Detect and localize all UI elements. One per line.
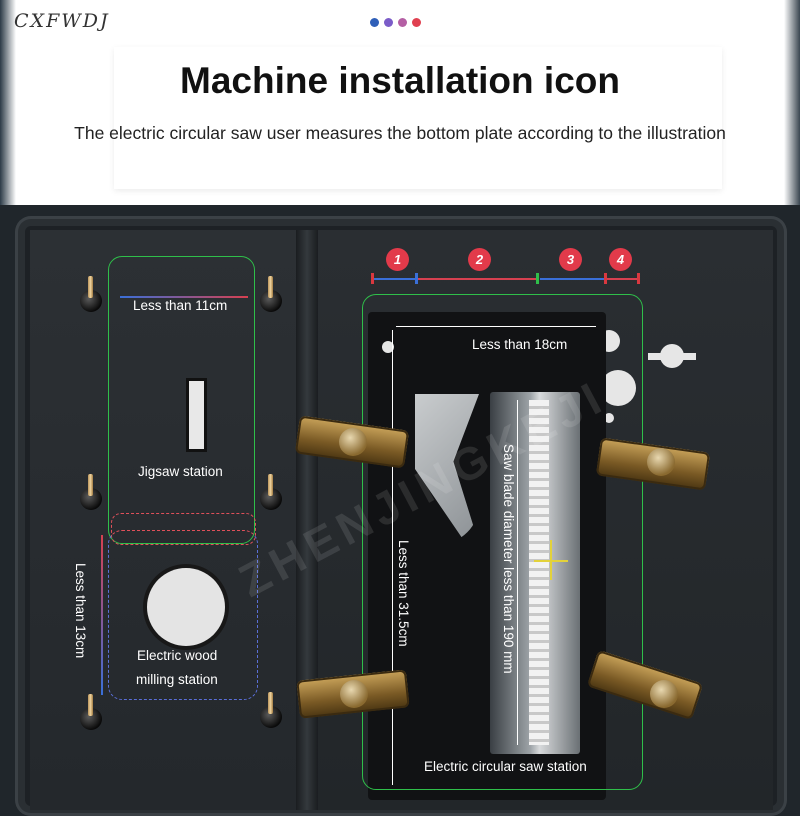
clamp-knob-icon xyxy=(340,680,368,708)
bolt-icon xyxy=(80,474,102,510)
clamp-knob-icon xyxy=(647,448,675,476)
saw-blade xyxy=(529,400,549,745)
brand-logo: CXFWDJ xyxy=(14,10,110,32)
center-cross xyxy=(550,540,552,580)
jigsaw-station-outline xyxy=(108,256,255,544)
dimension-badge-4: 4 xyxy=(609,248,632,271)
clamp-knob-icon xyxy=(339,428,367,456)
dimension-tick xyxy=(415,273,418,284)
dimension-tick xyxy=(637,273,640,284)
dimension-line-3 xyxy=(540,278,604,280)
board-hole xyxy=(382,341,394,353)
board-width-label: Less than 18cm xyxy=(472,337,568,352)
dimension-line-2 xyxy=(418,278,536,280)
milling-label-line1: Electric wood xyxy=(137,648,218,663)
circular-saw-station-label: Electric circular saw station xyxy=(424,759,587,774)
page-title: Machine installation icon xyxy=(180,60,620,101)
color-dot xyxy=(370,18,379,27)
milling-top-outline xyxy=(111,513,256,545)
center-groove xyxy=(296,230,318,810)
color-dot xyxy=(412,18,421,27)
blade-diameter-label: Saw blade diameter less than 190 mm xyxy=(501,444,516,674)
jigsaw-station-label: Jigsaw station xyxy=(138,464,223,479)
jigsaw-width-label: Less than 11cm xyxy=(133,298,228,313)
bolt-icon xyxy=(80,276,102,312)
milling-station-outline xyxy=(108,530,258,700)
height-arrow-left xyxy=(101,535,103,695)
board-length-arrow xyxy=(392,330,393,785)
color-dot xyxy=(398,18,407,27)
bolt-icon xyxy=(260,692,282,728)
milling-label-line2: milling station xyxy=(136,672,218,687)
page-subtitle: The electric circular saw user measures … xyxy=(74,123,726,143)
dimension-tick xyxy=(604,273,607,284)
milling-height-label: Less than 13cm xyxy=(73,563,88,659)
plate-hole xyxy=(600,370,636,406)
width-arrow-left xyxy=(120,296,248,298)
header-card xyxy=(114,47,722,189)
clamp-knob-icon xyxy=(650,680,678,708)
dimension-tick xyxy=(371,273,374,284)
bolt-icon xyxy=(260,474,282,510)
board-width-arrow xyxy=(396,326,596,327)
dimension-line-4 xyxy=(606,278,638,280)
board-length-label: Less than 31.5cm xyxy=(396,540,411,647)
blade-diameter-arrow xyxy=(517,400,518,745)
bolt-icon xyxy=(260,276,282,312)
dimension-tick xyxy=(536,273,539,284)
circular-saw-station-outline xyxy=(362,294,643,790)
dimension-line-1 xyxy=(372,278,416,280)
jigsaw-slot xyxy=(189,381,204,449)
color-dots xyxy=(370,18,421,27)
color-dot xyxy=(384,18,393,27)
dimension-badge-1: 1 xyxy=(386,248,409,271)
dimension-badge-2: 2 xyxy=(468,248,491,271)
plate-hole xyxy=(604,413,614,423)
milling-hole xyxy=(147,568,225,646)
bolt-icon xyxy=(80,694,102,730)
keyhole-slot xyxy=(648,344,696,368)
dimension-badge-3: 3 xyxy=(559,248,582,271)
